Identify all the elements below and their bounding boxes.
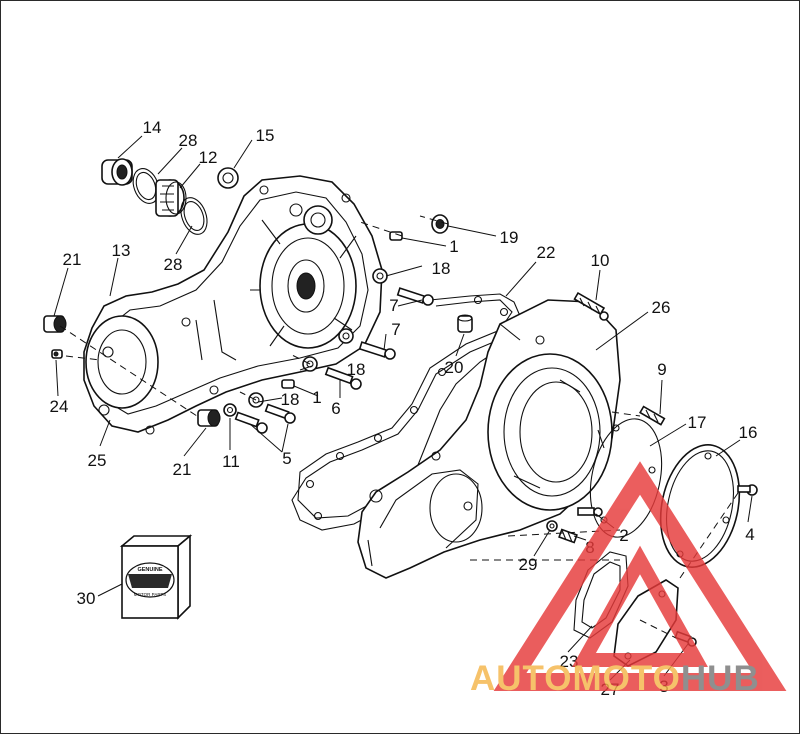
screw-10 [573,291,609,321]
callout-28-lower: 28 [164,255,183,274]
dowel-1-upper [389,231,403,241]
automotohub-watermark: AUTOMOTOHUB [470,461,787,698]
callout-24: 24 [50,397,69,416]
dowel-1-lower [281,379,295,389]
callout-18-lower-left: 18 [281,390,300,409]
screw-2 [577,507,603,517]
callout-15: 15 [256,126,275,145]
callout-13: 13 [112,241,131,260]
watermark-auto: AUTO [470,659,573,698]
screws-7 [358,287,434,360]
service-kit-box: GENUINE MOTOR PARTS [119,534,193,620]
callout-6: 6 [331,399,340,418]
callout-28-upper: 28 [179,131,198,150]
bearing-12 [155,179,187,217]
callout-5: 5 [282,449,291,468]
screws-5 [234,403,296,434]
callout-18-middle: 18 [347,360,366,379]
screw-6 [324,366,362,390]
callout-11: 11 [222,452,240,471]
callout-22: 22 [537,243,556,262]
callout-12: 12 [199,148,218,167]
callout-1-upper: 1 [449,237,458,256]
fitting-24 [51,349,63,359]
callout-25: 25 [88,451,107,470]
callout-4: 4 [745,525,754,544]
bearing-14 [101,158,133,186]
callout-18-upper: 18 [432,259,451,278]
callout-1-lower: 1 [312,388,321,407]
watermark-moto: MOTO [573,659,681,698]
inner-primary-cover [83,175,383,435]
bushing-21-upper [43,315,67,333]
watermark-hub: HUB [681,659,760,698]
callout-7-lower: 7 [391,320,400,339]
callout-26: 26 [652,298,671,317]
bushing-21-lower [197,409,221,427]
seal-15 [217,167,239,189]
callout-labels: 14 28 15 12 28 13 21 24 25 21 11 5 18 1 … [50,118,758,699]
kit-badge-top: GENUINE [137,567,162,573]
watermark-triangle-logo [493,461,787,691]
callout-17: 17 [688,413,707,432]
callout-19: 19 [500,228,519,247]
callout-20: 20 [445,358,464,377]
washer-29 [546,520,558,532]
callout-21-lower: 21 [173,460,192,479]
callout-9: 9 [657,360,666,379]
bushing-19 [431,214,449,234]
callout-16: 16 [739,423,758,442]
screw-9 [639,405,666,426]
callout-21-upper: 21 [63,250,82,269]
dowel-20 [457,314,473,333]
callout-14: 14 [143,118,162,137]
watermark-text: AUTOMOTOHUB [470,659,760,698]
callout-7-upper: 7 [389,296,398,315]
callout-2: 2 [619,526,628,545]
retaining-ring-28-lower [180,197,208,235]
outer-primary-cover [357,299,621,579]
callout-29: 29 [519,555,538,574]
screw-4 [737,484,758,496]
washer-11 [223,403,237,417]
kit-badge-bottom: MOTOR PARTS [134,592,167,597]
callout-30: 30 [77,589,96,608]
callout-10: 10 [591,251,610,270]
